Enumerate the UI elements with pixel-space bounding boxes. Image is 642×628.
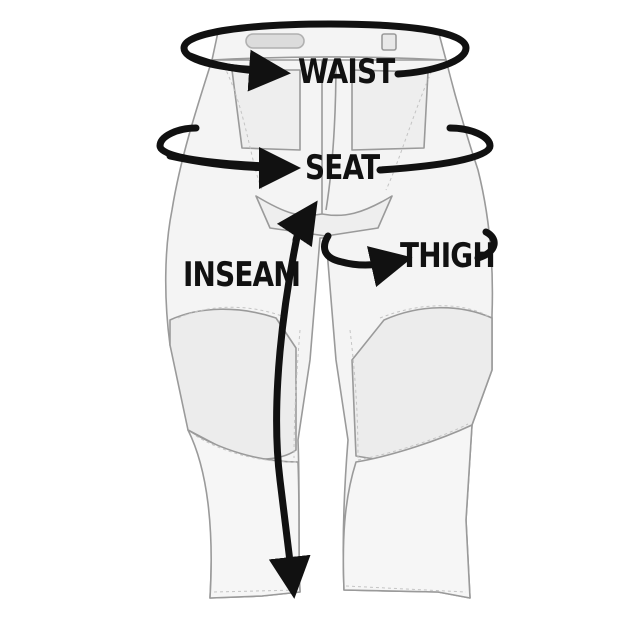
measurement-arrows (156, 20, 498, 599)
right-lower-leg (342, 424, 473, 599)
inseam-label: INSEAM (183, 255, 301, 295)
thigh-label: THIGH (400, 236, 496, 276)
thigh-arrow (321, 232, 413, 288)
inseam-arrow (268, 228, 311, 599)
pants-illustration (164, 24, 494, 599)
waist-snap (381, 33, 397, 51)
fly (321, 59, 337, 214)
seat-arrow-back (376, 124, 494, 174)
stitching (177, 65, 489, 593)
inseam-arrow-top-head (276, 200, 318, 248)
seat-label: SEAT (305, 148, 380, 188)
front-yoke-panel (231, 69, 301, 151)
waist-arrow-head (186, 49, 291, 92)
waist-tab (245, 33, 305, 49)
thigh-arrow-back (474, 228, 498, 262)
seat-arrow-head (166, 146, 301, 189)
waist-label: WAIST (298, 52, 395, 92)
